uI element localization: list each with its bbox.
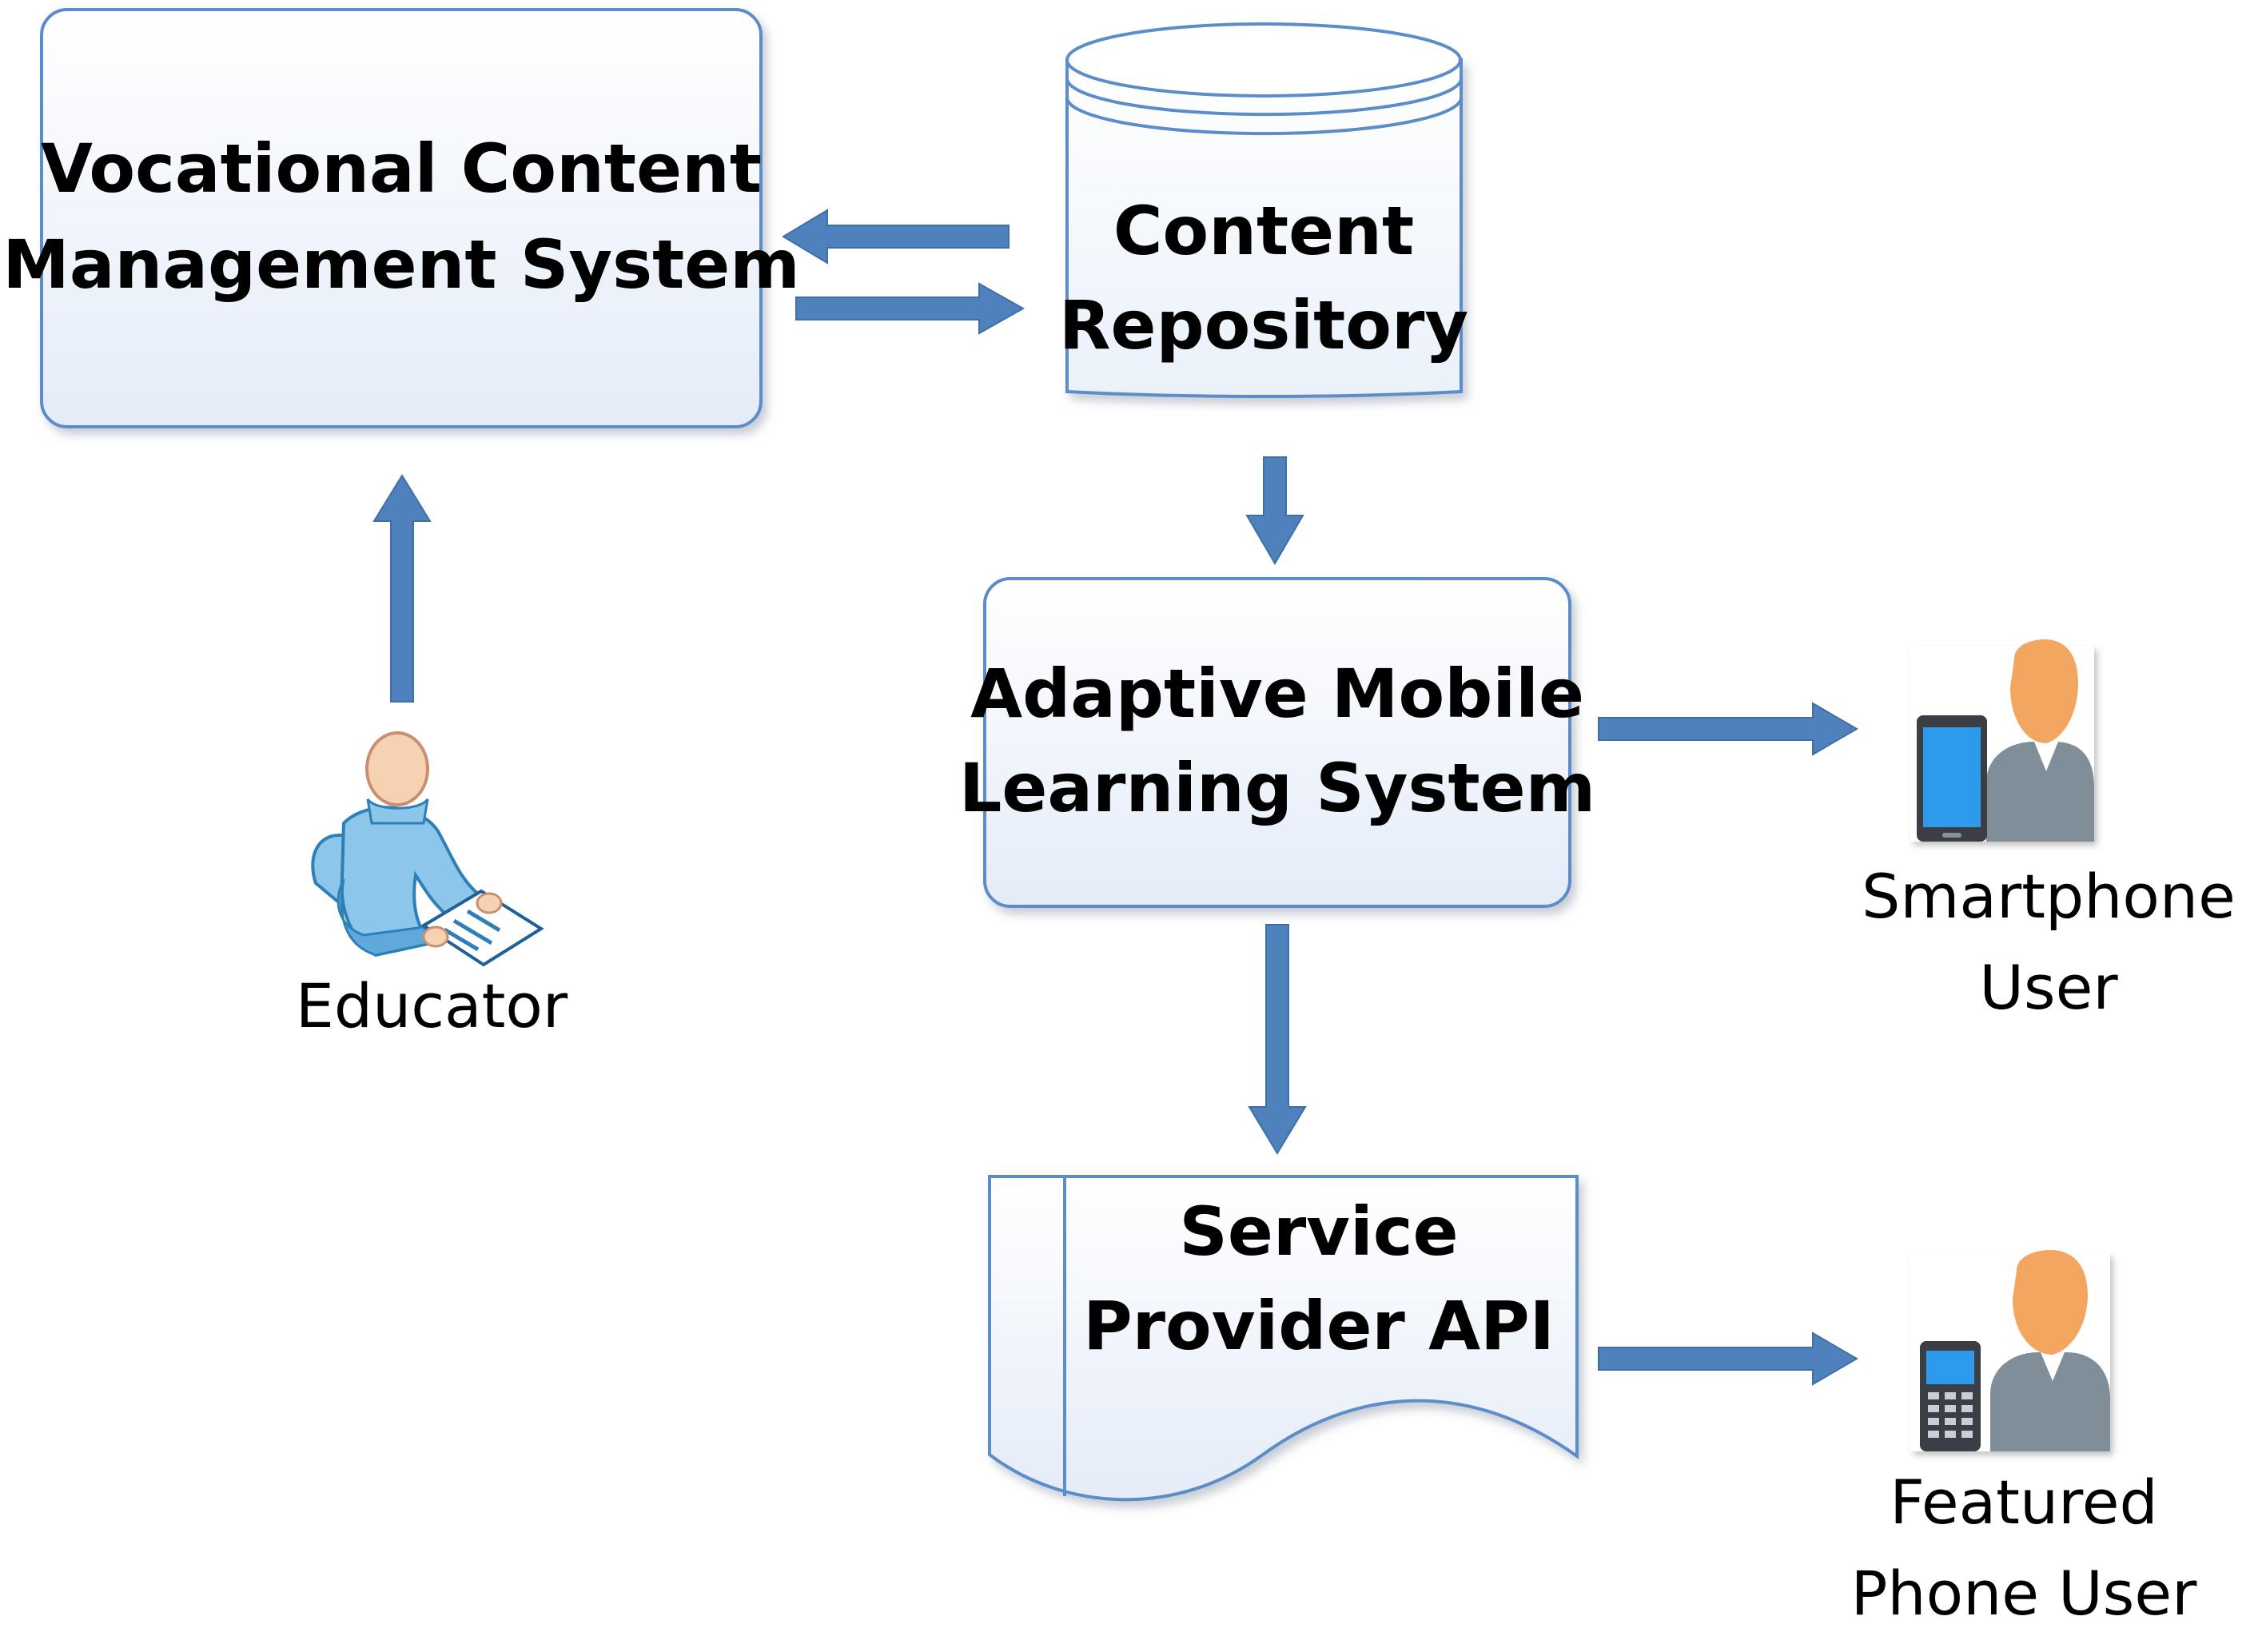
feature-phone-user-label-line1: Featured (1890, 1467, 2157, 1538)
repository-label-line1: Content (1113, 192, 1414, 270)
arrow-educator-to-vcms (372, 474, 432, 703)
smartphone-user-icon (1910, 639, 2094, 842)
amls-label-line2: Learning System (959, 749, 1595, 827)
repository-label-line2: Repository (1059, 286, 1468, 364)
amls-label-line1: Adaptive Mobile (970, 655, 1584, 733)
arrow-amls-to-smartphone-user (1598, 702, 1858, 756)
arrow-api-to-feature-phone-user (1598, 1332, 1858, 1386)
arrow-vcms-to-repository (795, 282, 1025, 335)
educator-icon (311, 731, 544, 967)
vcms-label-line2: Management System (2, 225, 799, 304)
content-repository-node: Content Repository (1059, 22, 1468, 399)
smartphone-user-label-line1: Smartphone (1862, 861, 2236, 932)
arrow-repository-to-amls (1245, 456, 1304, 565)
api-label-line1: Service (1179, 1192, 1458, 1271)
smartphone-user-label-line2: User (1979, 952, 2118, 1023)
arrow-repository-to-vcms (782, 209, 1010, 265)
feature-phone-user-icon (1910, 1250, 2110, 1451)
amls-node: Adaptive Mobile Learning System (959, 577, 1595, 908)
feature-phone-user-label-line2: Phone User (1851, 1558, 2198, 1629)
arrow-amls-to-api (1248, 924, 1307, 1155)
vcms-label-line1: Vocational Content (41, 129, 762, 208)
educator-label: Educator (296, 970, 568, 1041)
service-provider-api-node: Service Provider API (988, 1175, 1579, 1502)
api-label-line2: Provider API (1083, 1287, 1555, 1365)
vcms-node: Vocational Content Management System (2, 8, 800, 428)
